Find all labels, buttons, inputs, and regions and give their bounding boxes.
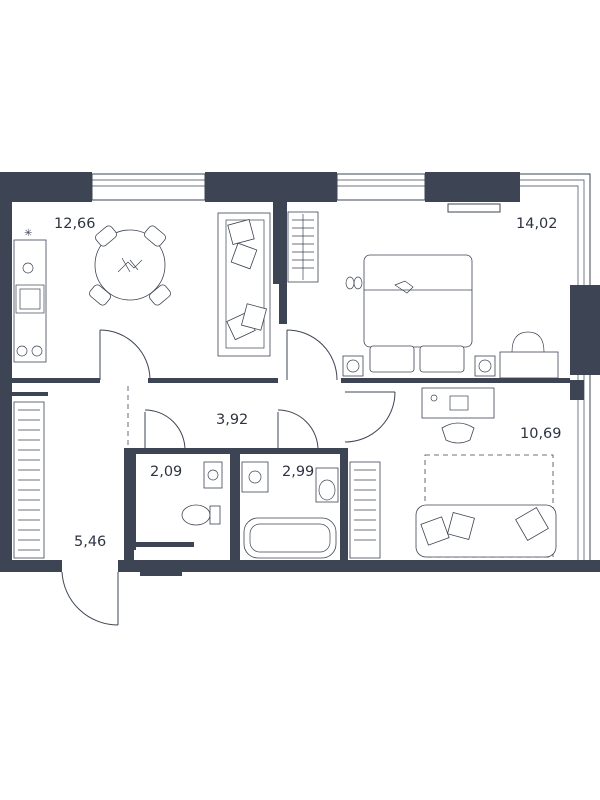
bedroom-1-furniture: [287, 203, 559, 379]
doors: [61, 329, 396, 626]
area-label-kitchen-living: 12,66: [54, 216, 96, 232]
area-label-hallway: 5,46: [74, 534, 106, 550]
area-label-bedroom-1: 14,02: [516, 216, 558, 232]
toilet-fixtures: [181, 461, 223, 526]
walls: [0, 172, 600, 576]
corridor-furniture: [421, 387, 495, 444]
kitchen-furniture: ✳: [13, 212, 271, 363]
area-labels: 12,66 14,02 3,92 2,09 2,99 10,69 5,46: [54, 216, 562, 550]
area-label-toilet: 2,09: [150, 464, 182, 480]
svg-text:✳: ✳: [24, 228, 32, 239]
bathroom-fixtures: [241, 461, 339, 559]
area-label-bathroom: 2,99: [282, 464, 314, 480]
hallway-furniture: [13, 401, 45, 559]
area-label-corridor: 3,92: [216, 412, 248, 428]
area-label-bedroom-2: 10,69: [520, 426, 562, 442]
bedroom-2-furniture: [349, 454, 557, 559]
